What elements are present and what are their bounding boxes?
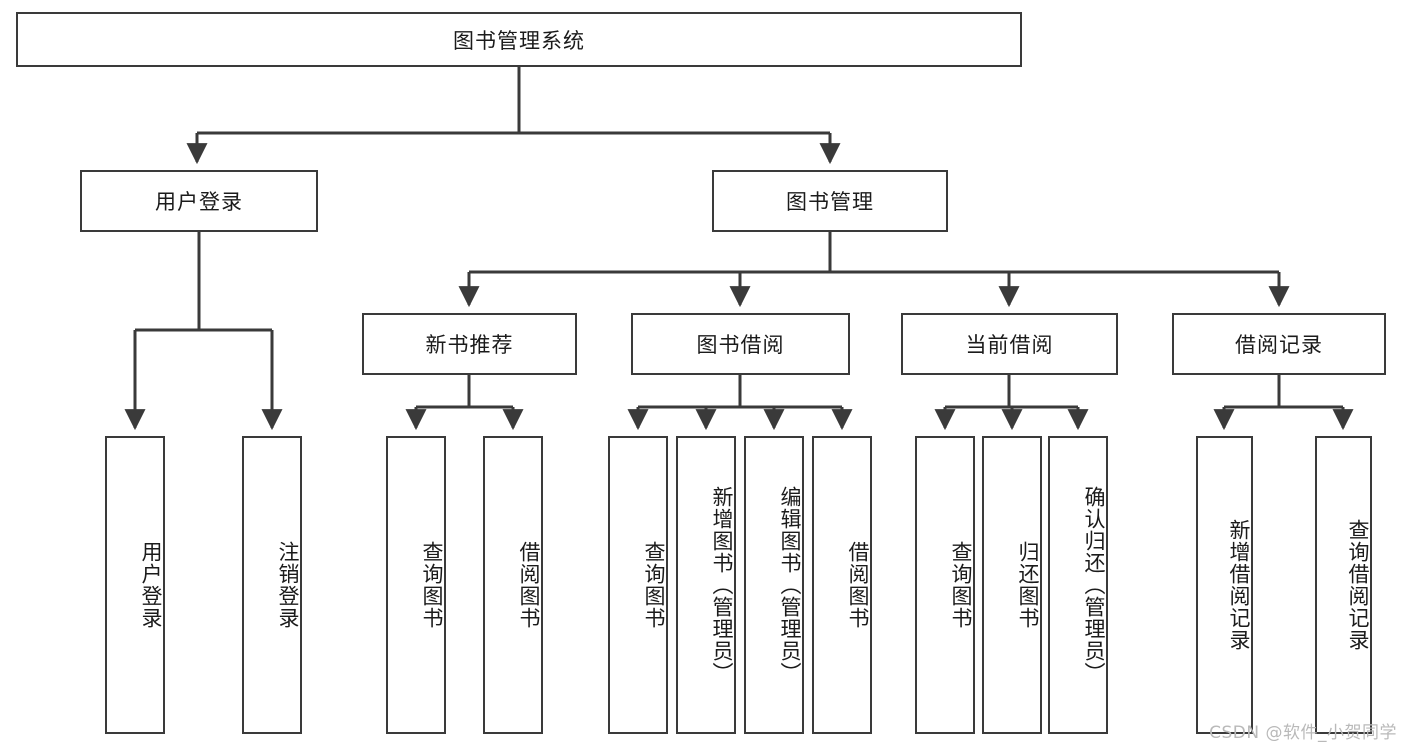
- node-user-login[interactable]: 用户登录: [80, 170, 318, 232]
- leaf-book-borrow-edit[interactable]: 编辑图书（管理员）: [744, 436, 804, 734]
- leaf-user-login-signin-label: 用户登录: [139, 541, 163, 629]
- node-root-label: 图书管理系统: [453, 28, 585, 53]
- leaf-current-borrow-return[interactable]: 归还图书: [982, 436, 1042, 734]
- node-borrow-records[interactable]: 借阅记录: [1172, 313, 1386, 375]
- leaf-borrow-record-query-label: 查询借阅记录: [1346, 519, 1370, 651]
- node-new-book-recommend-label: 新书推荐: [425, 333, 514, 357]
- node-current-borrow-label: 当前借阅: [965, 333, 1054, 357]
- leaf-current-borrow-query[interactable]: 查询图书: [915, 436, 975, 734]
- leaf-borrow-record-query[interactable]: 查询借阅记录: [1315, 436, 1372, 734]
- leaf-book-borrow-query-label: 查询图书: [642, 541, 666, 629]
- node-root[interactable]: 图书管理系统: [16, 12, 1022, 67]
- leaf-current-borrow-return-label: 归还图书: [1016, 541, 1040, 629]
- node-new-book-recommend[interactable]: 新书推荐: [362, 313, 577, 375]
- node-book-management-label: 图书管理: [786, 190, 874, 214]
- leaf-book-borrow-lend[interactable]: 借阅图书: [812, 436, 872, 734]
- leaf-current-borrow-query-label: 查询图书: [949, 541, 973, 629]
- node-borrow-records-label: 借阅记录: [1235, 333, 1323, 357]
- leaf-user-login-signout-label: 注销登录: [276, 541, 300, 629]
- leaf-user-login-signin[interactable]: 用户登录: [105, 436, 165, 734]
- leaf-book-borrow-edit-label: 编辑图书（管理员）: [778, 486, 802, 684]
- leaf-book-borrow-add[interactable]: 新增图书（管理员）: [676, 436, 736, 734]
- watermark: CSDN @软件_小贺同学: [1209, 723, 1397, 743]
- leaf-book-borrow-lend-label: 借阅图书: [846, 541, 870, 629]
- leaf-book-borrow-add-label: 新增图书（管理员）: [710, 486, 734, 684]
- leaf-borrow-record-add[interactable]: 新增借阅记录: [1196, 436, 1253, 734]
- node-current-borrow[interactable]: 当前借阅: [901, 313, 1118, 375]
- leaf-borrow-record-add-label: 新增借阅记录: [1227, 519, 1251, 651]
- leaf-current-borrow-confirm[interactable]: 确认归还（管理员）: [1048, 436, 1108, 734]
- leaf-new-book-borrow-label: 借阅图书: [517, 541, 541, 629]
- leaf-new-book-borrow[interactable]: 借阅图书: [483, 436, 543, 734]
- leaf-current-borrow-confirm-label: 确认归还（管理员）: [1082, 486, 1106, 684]
- node-book-borrow-label: 图书借阅: [696, 333, 785, 357]
- node-book-management[interactable]: 图书管理: [712, 170, 948, 232]
- leaf-user-login-signout[interactable]: 注销登录: [242, 436, 302, 734]
- leaf-book-borrow-query[interactable]: 查询图书: [608, 436, 668, 734]
- leaf-new-book-query[interactable]: 查询图书: [386, 436, 446, 734]
- node-user-login-label: 用户登录: [155, 190, 243, 214]
- node-book-borrow[interactable]: 图书借阅: [631, 313, 850, 375]
- leaf-new-book-query-label: 查询图书: [420, 541, 444, 629]
